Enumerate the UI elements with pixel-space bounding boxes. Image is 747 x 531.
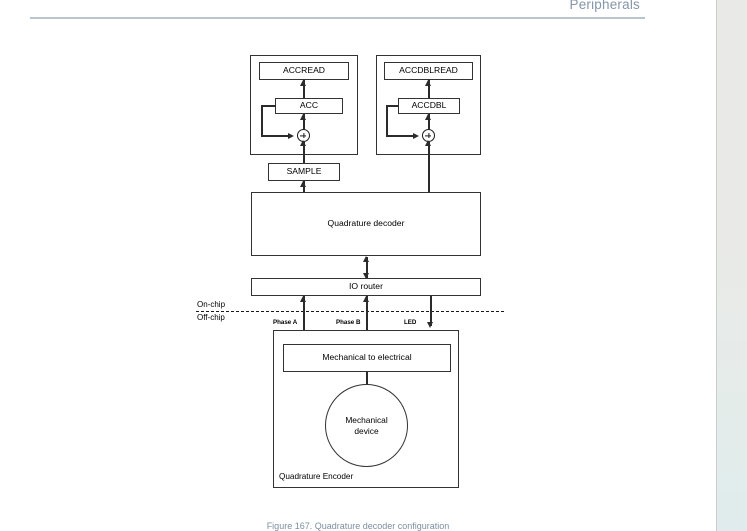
accdbl-to-read-arrowhead	[425, 80, 432, 86]
phase-a-arrowhead	[300, 296, 307, 302]
decoder-to-accdbl-long-line	[428, 155, 430, 192]
sum-to-acc-arrowhead	[300, 114, 307, 120]
decoder-to-sample-arrowhead	[300, 181, 307, 187]
accdbl-feedback-bottom-segment	[386, 135, 415, 137]
mechanical-to-electrical-label: Mechanical to electrical	[322, 352, 412, 363]
io-router-box: IO router	[251, 278, 481, 296]
figure-caption: Figure 167. Quadrature decoder configura…	[266, 521, 450, 531]
io-router-label: IO router	[349, 281, 383, 292]
accdbl-box: ACCDBL	[398, 98, 460, 114]
accdbl-feedback-arrowhead	[413, 132, 419, 139]
mechanical-to-electrical-box: Mechanical to electrical	[283, 344, 451, 372]
viewer-sidebar-panel[interactable]	[716, 0, 747, 531]
phase-a-line	[303, 296, 305, 330]
decoder-io-router-arrowhead-up	[363, 256, 370, 262]
phase-b-label: Phase B	[336, 319, 361, 326]
accdbl-feedback-vertical-segment	[386, 105, 388, 136]
decoder-to-accdbl-sum-arrowhead	[425, 140, 432, 146]
page-header-title: Peripherals	[569, 0, 640, 12]
led-arrowhead	[427, 322, 434, 328]
quadrature-decoder-box: Quadrature decoder	[251, 192, 481, 256]
mechanical-device-label-line2: device	[354, 425, 379, 436]
on-off-chip-boundary	[196, 311, 504, 312]
acc-to-accread-line	[303, 80, 305, 98]
sample-box: SAMPLE	[268, 163, 340, 181]
acc-box: ACC	[275, 98, 343, 114]
mechanical-device-label-line1: Mechanical	[345, 415, 388, 425]
sum-to-accdbl-line	[428, 114, 430, 129]
led-line	[430, 296, 432, 326]
off-chip-label: Off-chip	[197, 313, 225, 322]
document-page: Peripherals ACCREAD ACC ACCDBLREAD ACCDB…	[0, 0, 716, 531]
decoder-io-router-line	[366, 257, 368, 278]
acc-feedback-bottom-segment	[261, 135, 290, 137]
acc-feedback-top-segment	[261, 105, 276, 107]
accdbl-label: ACCDBL	[411, 100, 447, 111]
header-rule	[30, 17, 645, 19]
decoder-to-accdbl-sum-line	[428, 142, 430, 164]
accread-box: ACCREAD	[259, 62, 349, 80]
sample-to-sum-arrowhead	[300, 140, 307, 146]
transducer-to-device-line	[366, 372, 368, 385]
sum-to-accdbl-arrowhead	[425, 114, 432, 120]
quadrature-decoder-label: Quadrature decoder	[327, 218, 405, 229]
sample-to-sum-line	[303, 142, 305, 164]
accdblread-box: ACCDBLREAD	[384, 62, 473, 80]
acc-feedback-vertical-segment	[261, 105, 263, 136]
acc-label: ACC	[299, 100, 319, 111]
accdbl-feedback-top-segment	[386, 105, 399, 107]
on-chip-label: On-chip	[197, 300, 226, 309]
sum-to-acc-line	[303, 114, 305, 129]
quadrature-encoder-title: Quadrature Encoder	[279, 472, 354, 481]
accread-label: ACCREAD	[282, 65, 326, 76]
phase-a-label: Phase A	[273, 319, 298, 326]
mechanical-device-label: Mechanical device	[345, 415, 387, 436]
decoder-io-router-arrowhead-down	[363, 273, 370, 279]
phase-b-arrowhead	[363, 296, 370, 302]
acc-to-accread-arrowhead	[300, 80, 307, 86]
phase-b-line	[366, 296, 368, 330]
accdbl-to-read-line	[428, 80, 430, 98]
led-label: LED	[404, 319, 417, 326]
sample-label: SAMPLE	[286, 166, 322, 177]
accdblread-label: ACCDBLREAD	[399, 65, 458, 76]
mechanical-device-circle: Mechanical device	[325, 384, 408, 467]
acc-feedback-arrowhead	[288, 132, 294, 139]
